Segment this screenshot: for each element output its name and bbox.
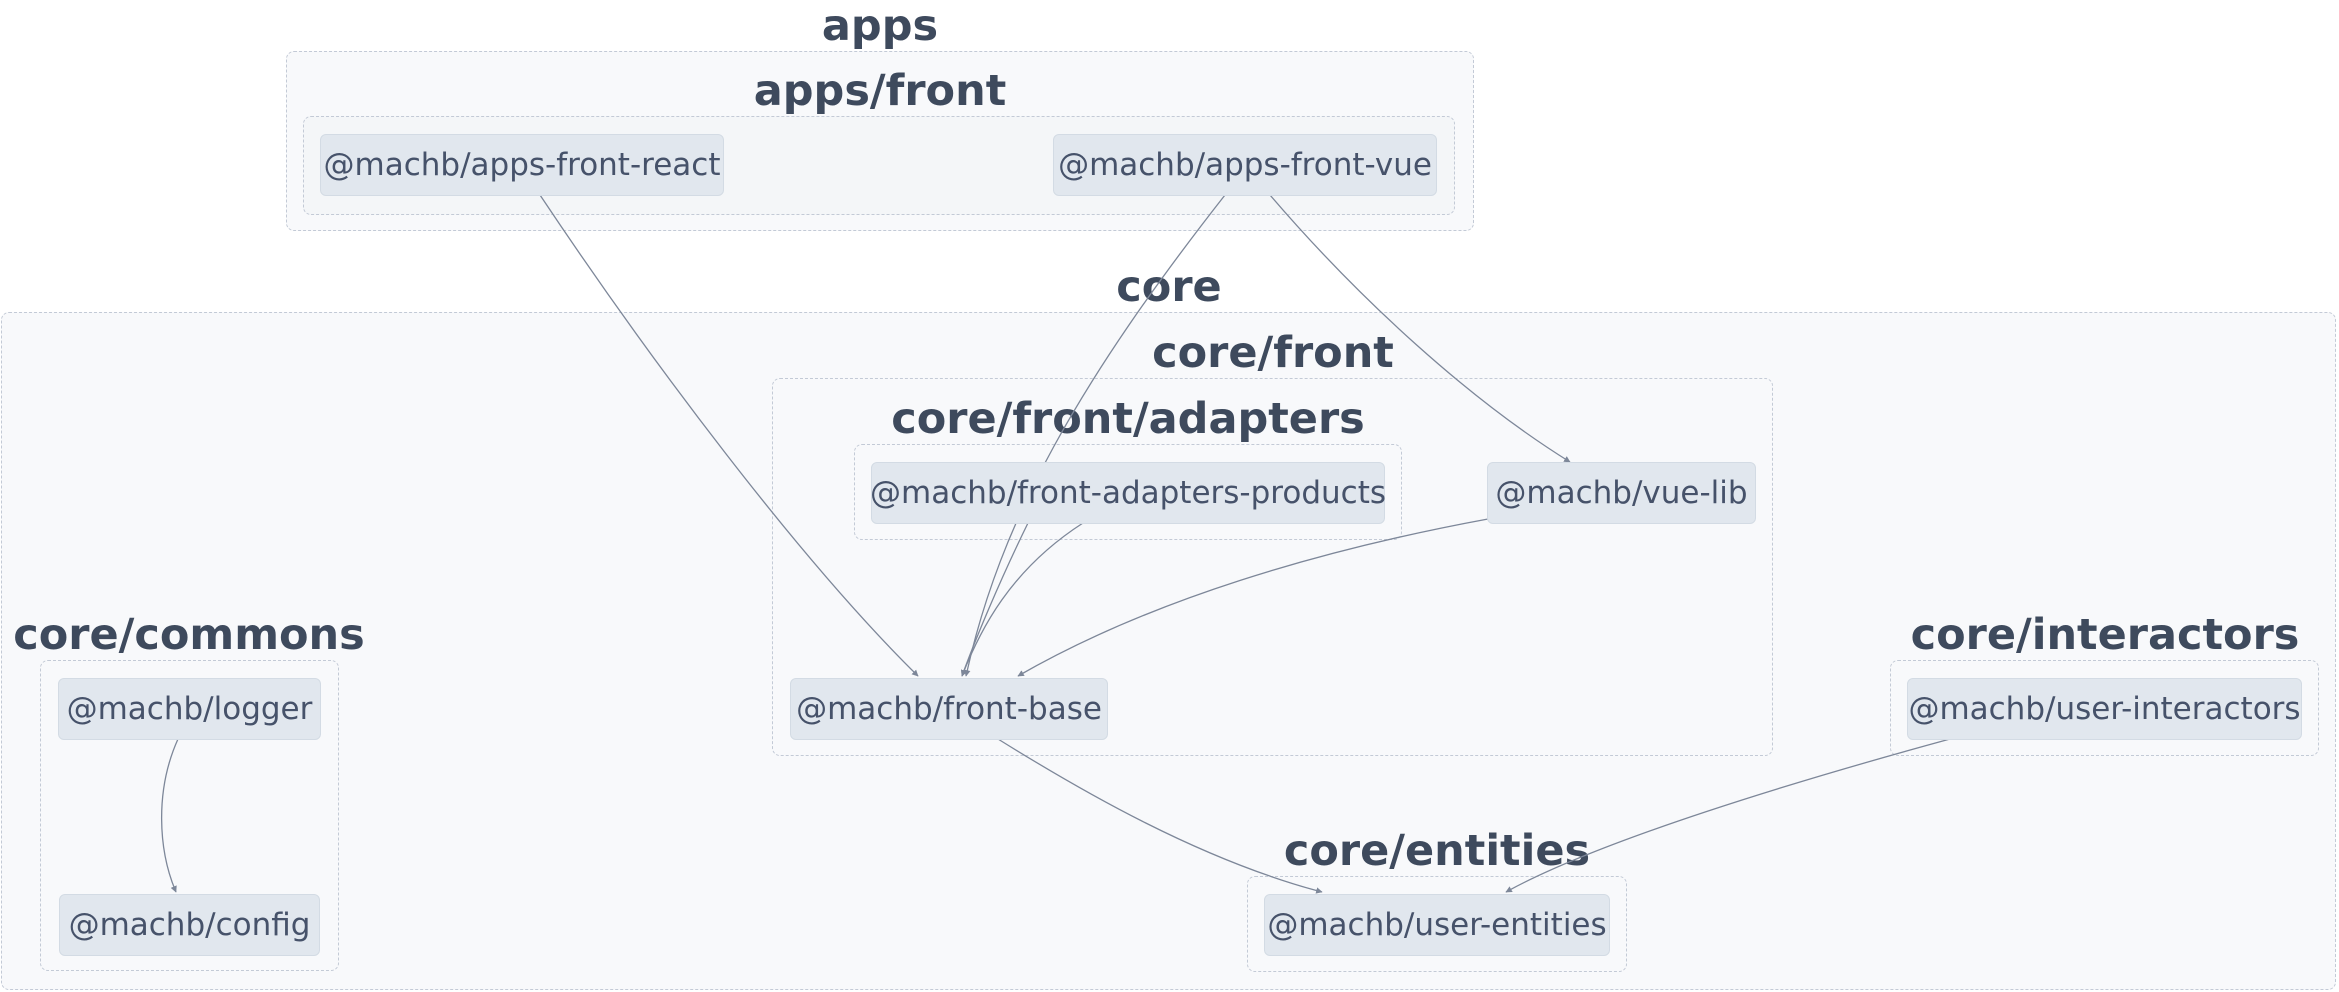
node-front-adapters-products[interactable]: @machb/front-adapters-products [870,462,1386,524]
group-title-apps-front: apps/front [753,66,1007,116]
node-user-interactors[interactable]: @machb/user-interactors [1907,678,2302,740]
node-apps-front-react[interactable]: @machb/apps-front-react [320,134,724,196]
group-title-apps: apps [821,1,939,51]
node-front-base[interactable]: @machb/front-base [790,678,1108,740]
group-title-core: core [1116,262,1222,312]
node-user-entities[interactable]: @machb/user-entities [1264,894,1610,956]
node-apps-front-vue[interactable]: @machb/apps-front-vue [1053,134,1437,196]
group-title-core-front: core/front [1152,328,1394,378]
node-logger[interactable]: @machb/logger [58,678,321,740]
group-title-core-entities: core/entities [1283,826,1591,876]
group-title-core-interactors: core/interactors [1910,610,2300,660]
group-title-core-commons: core/commons [13,610,365,660]
node-config[interactable]: @machb/config [59,894,320,956]
group-title-core-front-adapters: core/front/adapters [891,394,1365,444]
node-vue-lib[interactable]: @machb/vue-lib [1487,462,1756,524]
